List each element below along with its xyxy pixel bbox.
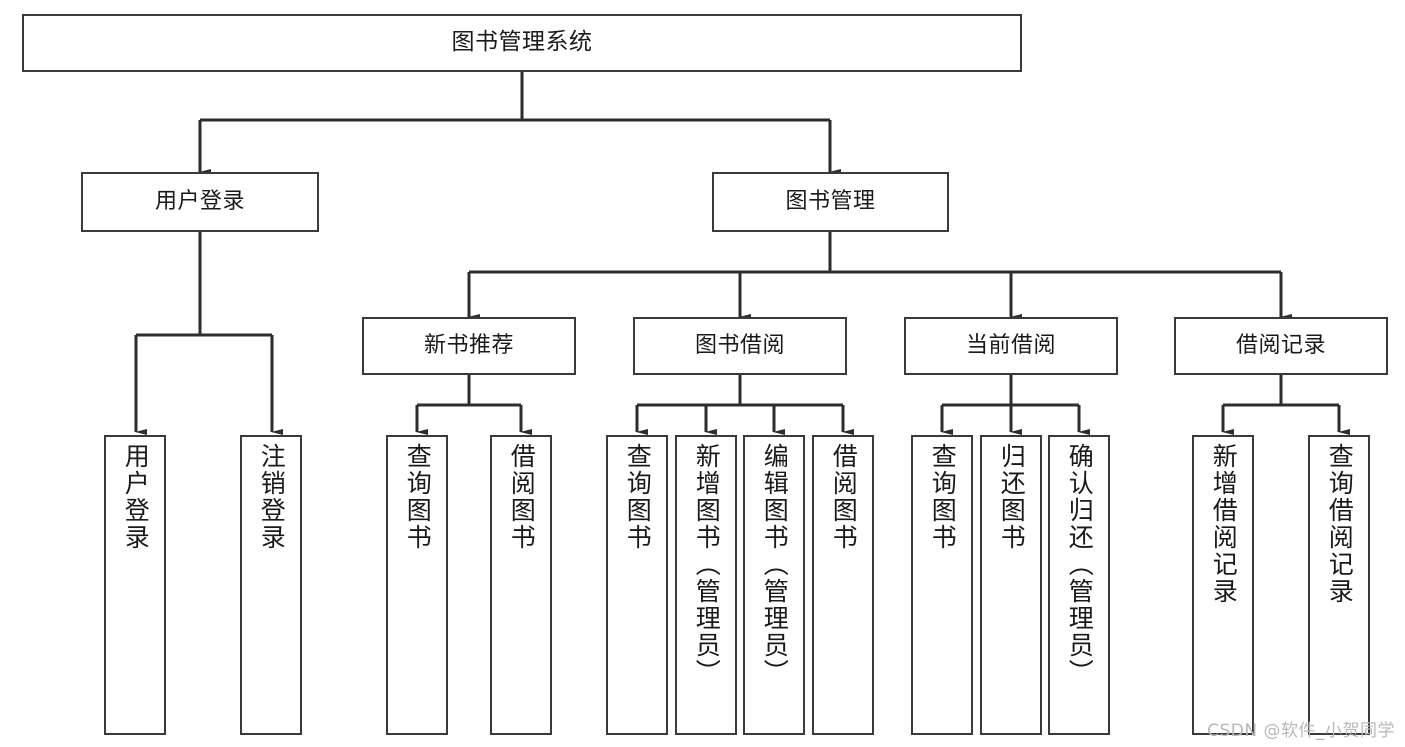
node-label: 图书借阅 [694,333,785,359]
node-label: 用户登录 [121,443,151,551]
leaf-borrow-query-book[interactable]: 查询图书 [606,435,668,735]
node-new-book-recommend[interactable]: 新书推荐 [362,317,576,375]
node-label: 图书管理系统 [451,29,593,56]
leaf-record-query-record[interactable]: 查询借阅记录 [1308,435,1370,735]
node-label: 注销登录 [257,443,287,551]
node-label: 借阅图书 [507,443,537,551]
node-user-login[interactable]: 用户登录 [81,172,319,232]
node-label: 新书推荐 [423,333,514,359]
node-label: 当前借阅 [965,333,1056,359]
leaf-borrow-add-book-admin[interactable]: 新增图书（管理员） [675,435,737,735]
node-book-management[interactable]: 图书管理 [712,172,949,232]
node-label: 查询图书 [623,443,653,551]
node-label: 查询图书 [403,443,433,551]
node-borrow-record[interactable]: 借阅记录 [1174,317,1388,375]
csdn-watermark: CSDN @软件_小贺同学 [1207,721,1395,741]
node-current-borrow[interactable]: 当前借阅 [904,317,1118,375]
node-label: 新增图书（管理员） [692,443,722,686]
leaf-borrow-borrow-book[interactable]: 借阅图书 [812,435,874,735]
node-label: 借阅图书 [829,443,859,551]
node-label: 借阅记录 [1235,333,1326,359]
leaf-borrow-edit-book-admin[interactable]: 编辑图书（管理员） [743,435,805,735]
leaf-recommend-query-book[interactable]: 查询图书 [386,435,448,735]
leaf-record-add-record[interactable]: 新增借阅记录 [1192,435,1254,735]
node-label: 用户登录 [154,189,245,215]
node-label: 查询借阅记录 [1325,443,1355,605]
node-root-system[interactable]: 图书管理系统 [22,14,1022,72]
leaf-current-query-book[interactable]: 查询图书 [911,435,973,735]
node-book-borrow[interactable]: 图书借阅 [633,317,847,375]
leaf-current-confirm-return-admin[interactable]: 确认归还（管理员） [1048,435,1110,735]
leaf-user-login-login[interactable]: 用户登录 [104,435,166,735]
node-label: 编辑图书（管理员） [760,443,790,686]
node-label: 确认归还（管理员） [1065,443,1095,686]
node-label: 归还图书 [997,443,1027,551]
node-label: 新增借阅记录 [1209,443,1239,605]
leaf-current-return-book[interactable]: 归还图书 [980,435,1042,735]
leaf-recommend-borrow-book[interactable]: 借阅图书 [490,435,552,735]
leaf-user-login-logout[interactable]: 注销登录 [240,435,302,735]
node-label: 图书管理 [785,189,876,215]
node-label: 查询图书 [928,443,958,551]
